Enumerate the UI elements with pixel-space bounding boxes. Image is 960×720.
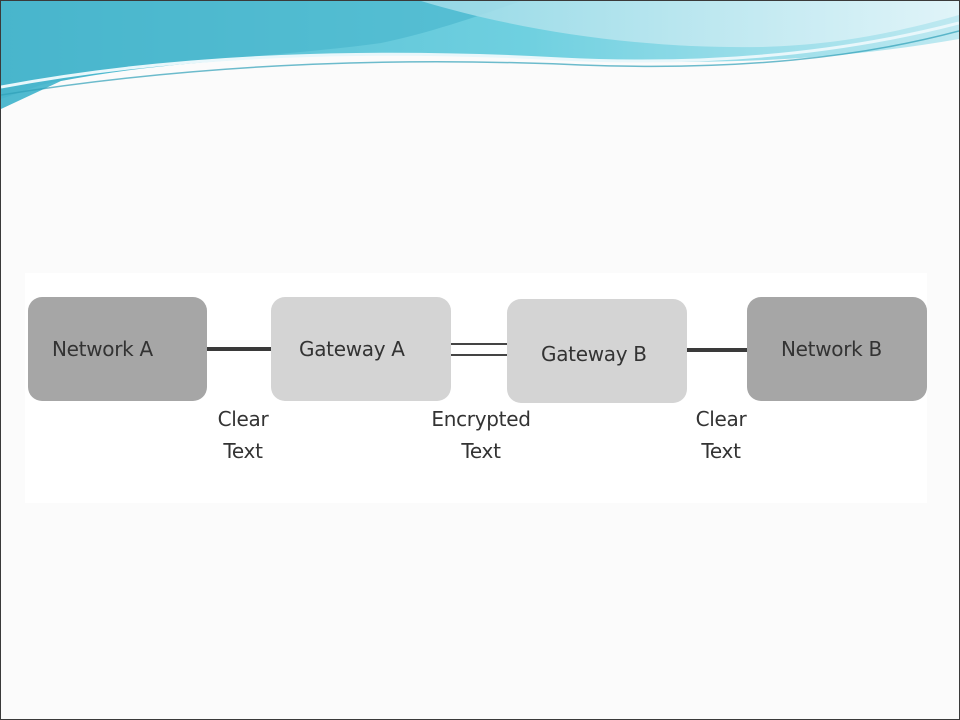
edge-label-line: Text (461, 439, 501, 463)
edge-label-line: Encrypted (431, 407, 531, 431)
network-b-node: Network B (747, 297, 927, 401)
network-a-node: Network A (28, 297, 207, 401)
edge-label-line: Text (701, 439, 741, 463)
encrypted-link-line-bottom (451, 354, 507, 356)
clear-text-label-right: Clear Text (681, 403, 761, 467)
diagram: Network A Gateway A Gateway B Network B … (25, 273, 927, 503)
gateway-b-label: Gateway B (541, 342, 647, 366)
gateway-a-node: Gateway A (271, 297, 451, 401)
gateway-b-node: Gateway B (507, 299, 687, 403)
edge-label-line: Clear (695, 407, 747, 431)
network-b-label: Network B (781, 337, 882, 361)
clear-link-right (687, 348, 747, 352)
encrypted-text-label: Encrypted Text (417, 403, 545, 467)
header-wave-decoration (1, 1, 959, 109)
edge-label-line: Text (223, 439, 263, 463)
network-a-label: Network A (52, 337, 153, 361)
encrypted-link-line-top (451, 343, 507, 345)
clear-text-label-left: Clear Text (203, 403, 283, 467)
gateway-a-label: Gateway A (299, 337, 405, 361)
edge-label-line: Clear (217, 407, 269, 431)
clear-link-left (207, 347, 271, 351)
